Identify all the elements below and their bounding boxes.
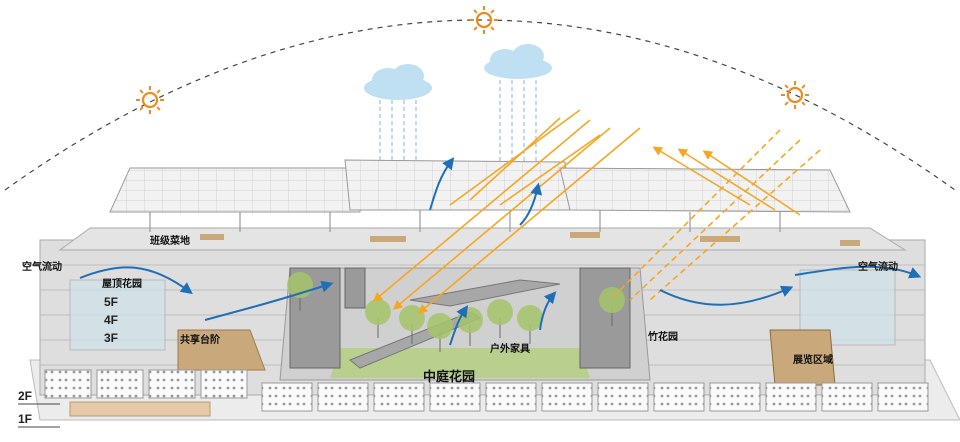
classroom-unit bbox=[877, 382, 929, 412]
atrium-lawn bbox=[330, 348, 590, 378]
classroom-unit bbox=[96, 369, 144, 399]
label-shared-steps: 共享台阶 bbox=[180, 333, 221, 346]
classroom-unit bbox=[653, 382, 705, 412]
label-air-flow-left: 空气流动 bbox=[22, 260, 62, 273]
tree-icon bbox=[365, 299, 391, 338]
roof-columns bbox=[149, 210, 781, 232]
classroom-unit bbox=[44, 369, 92, 399]
classroom-unit bbox=[541, 382, 593, 412]
floor-label-4f: 4F bbox=[104, 313, 118, 327]
floor-label-1f: 1F bbox=[18, 412, 32, 426]
classroom-unit bbox=[429, 382, 481, 412]
floor-label-5f: 5F bbox=[104, 295, 118, 309]
classroom-unit bbox=[317, 382, 369, 412]
ground-classrooms bbox=[44, 369, 929, 417]
roof-deck bbox=[58, 227, 907, 251]
atrium-towers bbox=[289, 267, 631, 369]
label-class-farm: 班级菜地 bbox=[150, 234, 190, 247]
sun-icon bbox=[781, 81, 809, 109]
classroom-unit bbox=[148, 369, 196, 399]
label-bamboo-garden: 竹花园 bbox=[647, 330, 678, 343]
classroom-unit bbox=[373, 382, 425, 412]
sun-group bbox=[136, 6, 809, 114]
shared-steps-deck bbox=[177, 329, 266, 371]
label-outdoor-furniture: 户外家具 bbox=[489, 342, 530, 355]
classroom-unit bbox=[485, 382, 537, 412]
trees bbox=[287, 272, 625, 352]
tree-icon bbox=[599, 287, 625, 326]
ground-lobby bbox=[69, 401, 211, 417]
tree-icon bbox=[517, 305, 543, 344]
label-exhibition-area: 展览区域 bbox=[793, 353, 833, 366]
classroom-unit bbox=[261, 382, 313, 412]
sun-rays bbox=[372, 109, 821, 314]
label-air-flow-right: 空气流动 bbox=[858, 260, 898, 273]
classroom-unit bbox=[765, 382, 817, 412]
cloud-right-icon bbox=[484, 44, 552, 79]
classroom-unit bbox=[709, 382, 761, 412]
label-central-garden: 中庭花园 bbox=[423, 369, 475, 384]
sun-icon bbox=[470, 6, 498, 34]
floor-label-2f: 2F bbox=[18, 389, 32, 403]
tree-icon bbox=[487, 299, 513, 338]
classroom-unit bbox=[821, 382, 873, 412]
sun-icon bbox=[136, 86, 164, 114]
floor-label-3f: 3F bbox=[104, 331, 118, 345]
air-flow-arrows bbox=[79, 157, 922, 346]
roof-canopy-right bbox=[559, 167, 851, 213]
cloud-left-icon bbox=[364, 64, 432, 100]
roof-canopy-center bbox=[344, 159, 571, 211]
tree-icon bbox=[427, 313, 453, 352]
label-roof-garden: 屋顶花园 bbox=[102, 277, 142, 290]
classroom-unit bbox=[200, 369, 248, 399]
classroom-unit bbox=[597, 382, 649, 412]
roof-canopy-left bbox=[109, 167, 361, 213]
